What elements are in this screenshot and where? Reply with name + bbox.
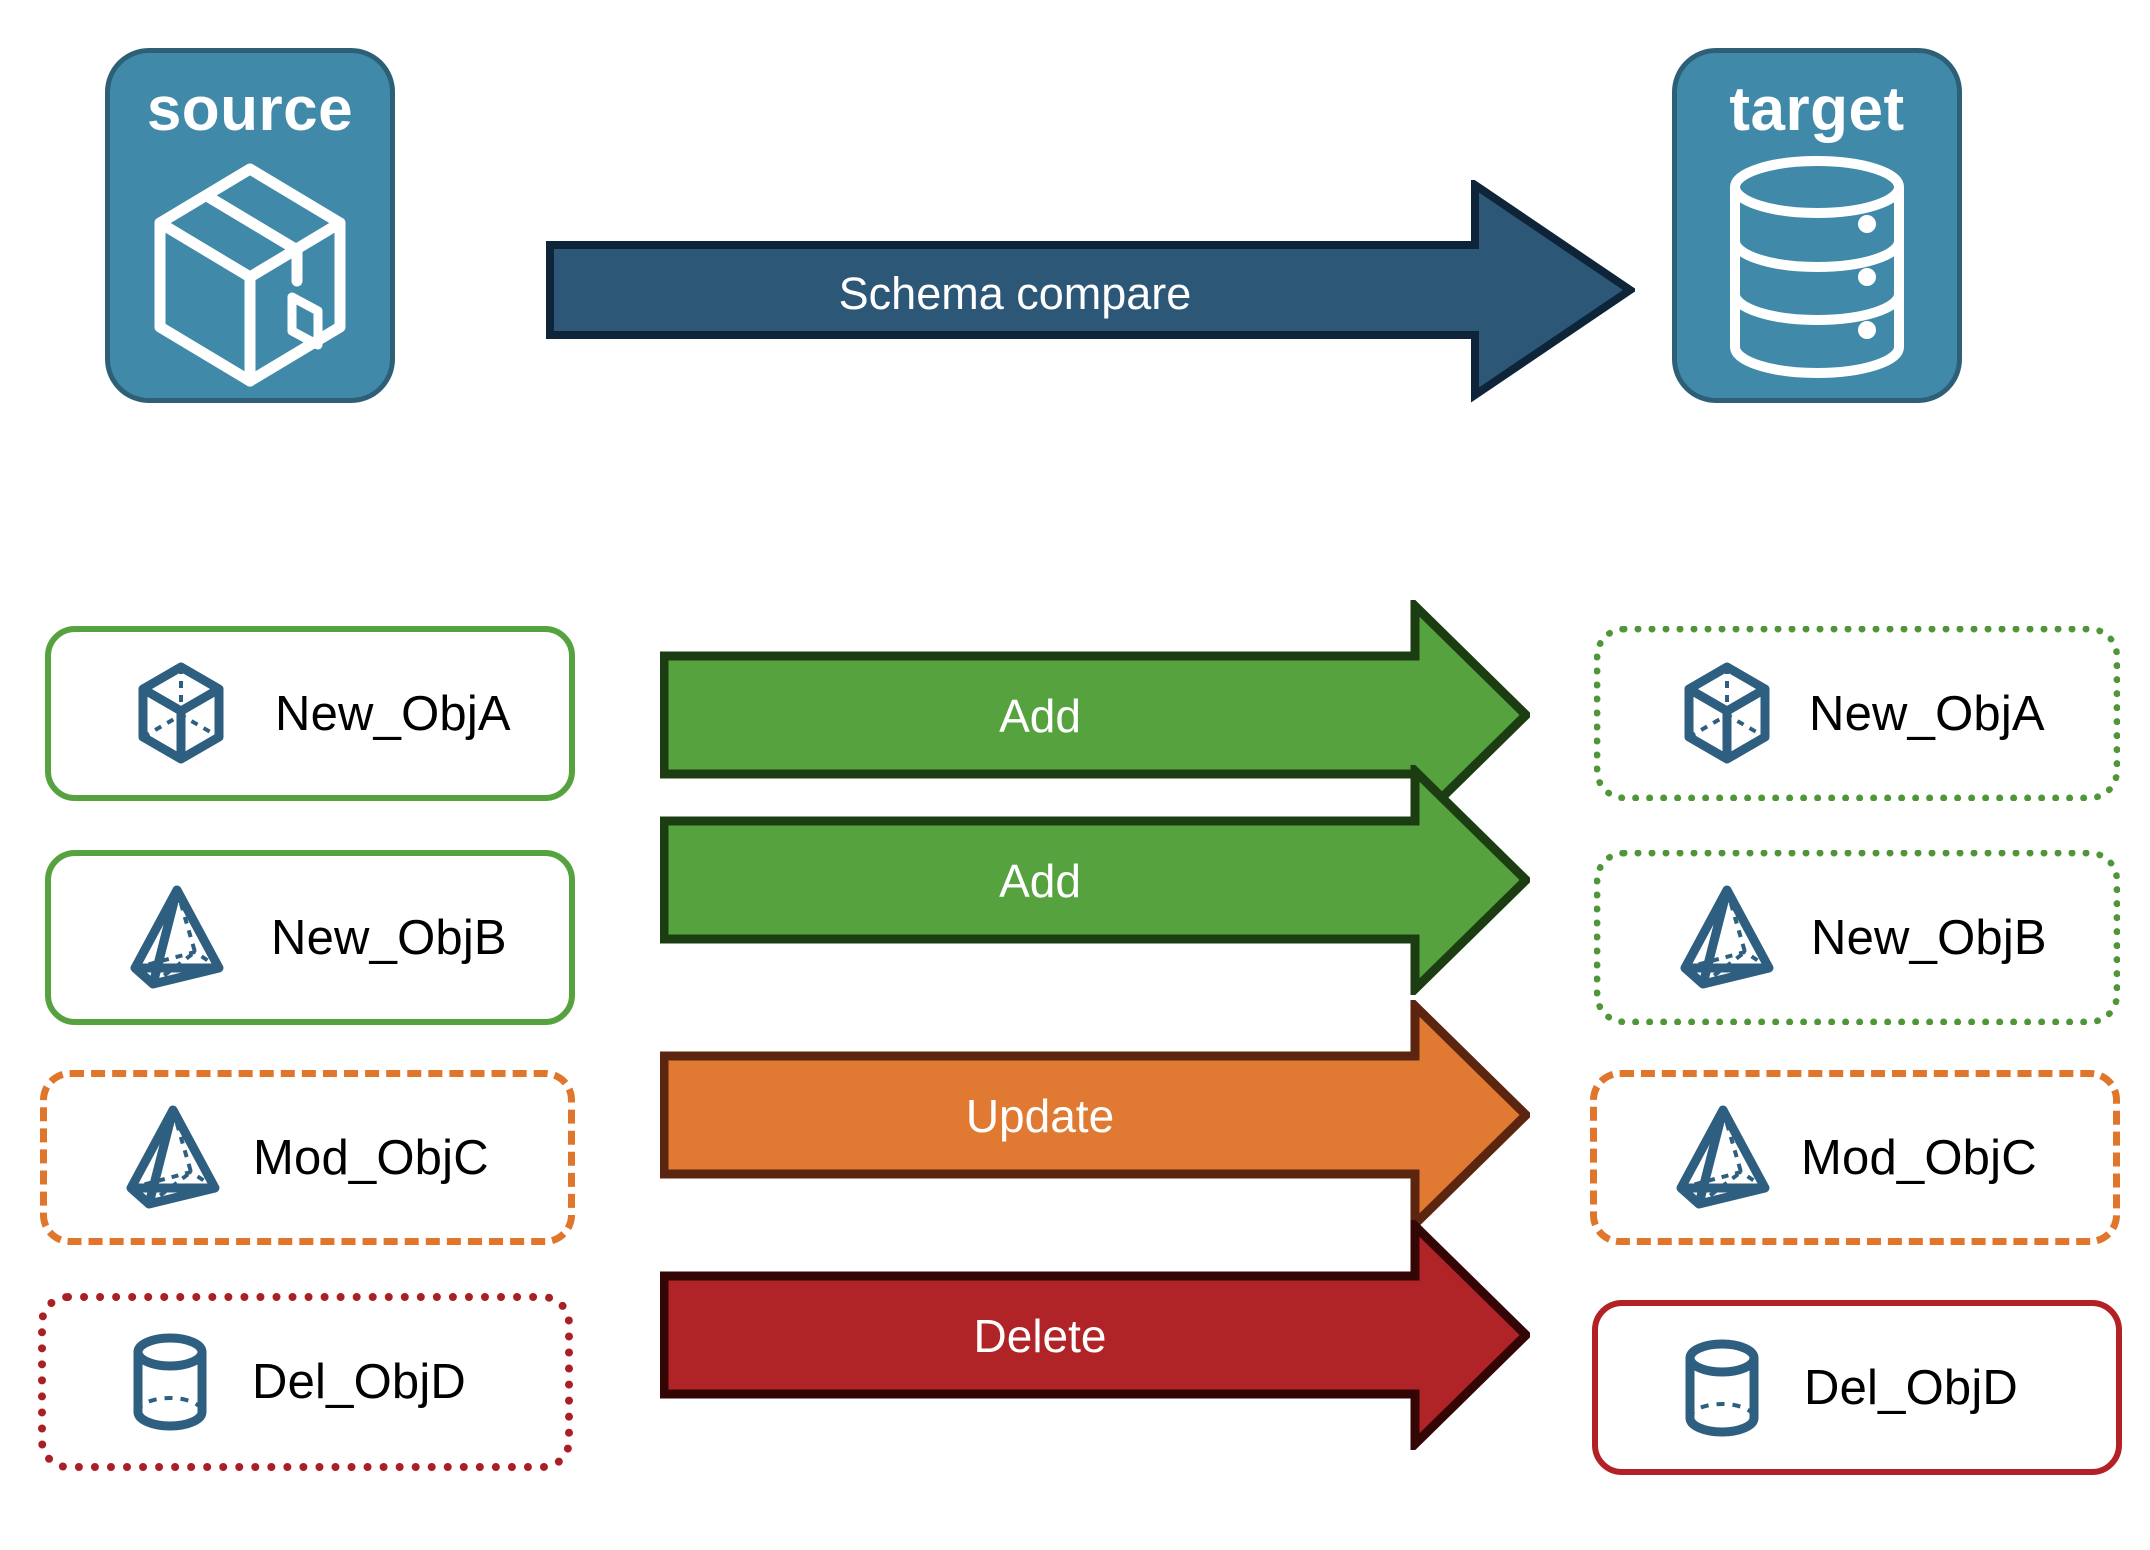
source-chip-new-objb[interactable]: New_ObjB	[45, 850, 575, 1025]
endpoint-source[interactable]: source	[105, 48, 395, 403]
target-chip-label: New_ObjA	[1809, 686, 2045, 741]
action-arrow-update[interactable]	[659, 995, 1533, 1235]
wireframe-cube-icon	[129, 659, 233, 769]
source-chip-label: Mod_ObjC	[253, 1130, 489, 1185]
source-chip-mod-objc[interactable]: Mod_ObjC	[40, 1070, 575, 1245]
cylinder-icon	[1674, 1332, 1770, 1444]
target-chip-label: Del_ObjD	[1804, 1360, 2019, 1415]
pyramid-icon	[1669, 882, 1785, 994]
target-chip-new-obja[interactable]: New_ObjA	[1594, 626, 2120, 801]
endpoint-target-title: target	[1729, 75, 1905, 144]
target-chip-label: Mod_ObjC	[1801, 1130, 2037, 1185]
cylinder-icon	[122, 1326, 218, 1438]
target-chip-label: New_ObjB	[1811, 910, 2047, 965]
source-chip-label: New_ObjA	[275, 686, 511, 741]
action-arrow-add-2[interactable]	[659, 760, 1533, 1000]
target-chip-del-objd[interactable]: Del_ObjD	[1592, 1300, 2122, 1475]
source-chip-del-objd[interactable]: Del_ObjD	[38, 1293, 573, 1471]
target-chip-mod-objc[interactable]: Mod_ObjC	[1590, 1070, 2120, 1245]
endpoint-source-title: source	[146, 75, 354, 144]
pyramid-icon	[1665, 1102, 1781, 1214]
schema-compare-arrow-label: Schema compare	[838, 268, 1192, 319]
wireframe-cube-icon	[1675, 659, 1779, 769]
action-arrow-add-1[interactable]	[659, 595, 1533, 835]
source-chip-label: New_ObjB	[271, 910, 507, 965]
pyramid-icon	[115, 1102, 231, 1214]
action-arrow-delete[interactable]	[659, 1215, 1533, 1455]
source-chip-new-obja[interactable]: New_ObjA	[45, 626, 575, 801]
package-box-icon	[140, 151, 360, 396]
source-chip-label: Del_ObjD	[252, 1355, 467, 1409]
endpoint-target[interactable]: target	[1672, 48, 1962, 403]
pyramid-icon	[119, 882, 235, 994]
target-chip-new-objb[interactable]: New_ObjB	[1594, 850, 2120, 1025]
schema-compare-arrow[interactable]	[545, 177, 1638, 440]
database-cylinder-icon	[1712, 151, 1922, 391]
